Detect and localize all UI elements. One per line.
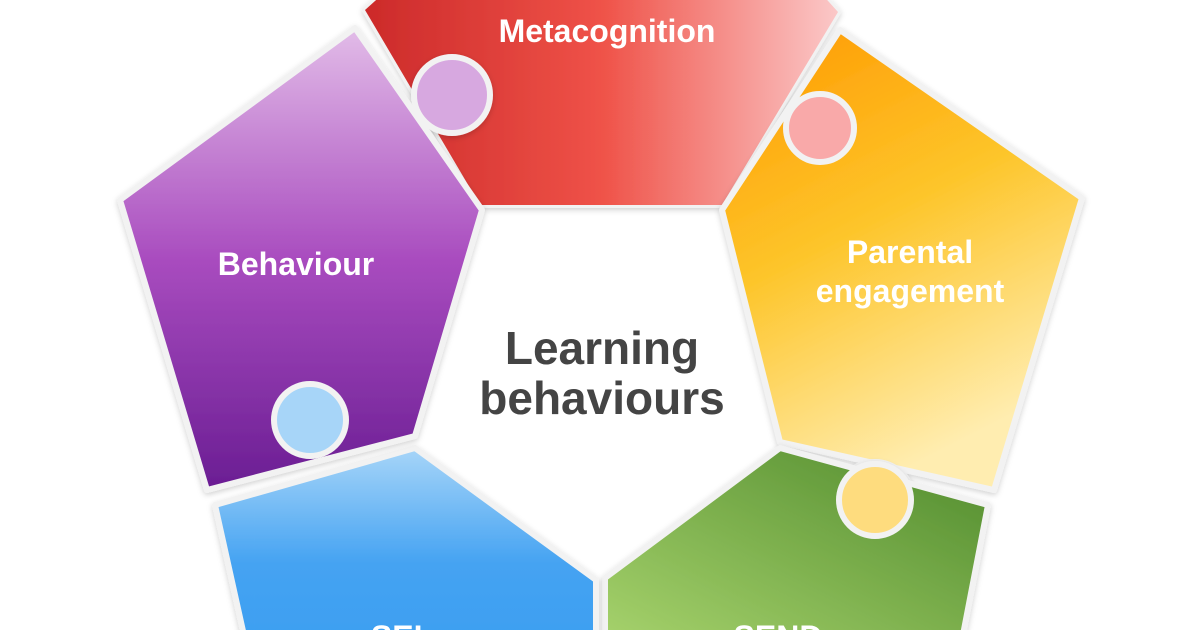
piece-behaviour bbox=[117, 25, 493, 493]
piece-send bbox=[602, 445, 991, 630]
piece-metacognition bbox=[362, 0, 859, 208]
label-parental-line2: engagement bbox=[816, 273, 1005, 309]
label-send: SEND bbox=[734, 619, 823, 630]
center-title-line2: behaviours bbox=[479, 372, 724, 424]
label-metacognition: Metacognition bbox=[499, 13, 716, 49]
label-sel: SEL bbox=[371, 619, 433, 630]
piece-sel bbox=[212, 445, 599, 630]
label-parental-line1: Parental bbox=[847, 234, 973, 270]
center-title-line1: Learning bbox=[505, 322, 699, 374]
label-behaviour: Behaviour bbox=[218, 246, 374, 282]
